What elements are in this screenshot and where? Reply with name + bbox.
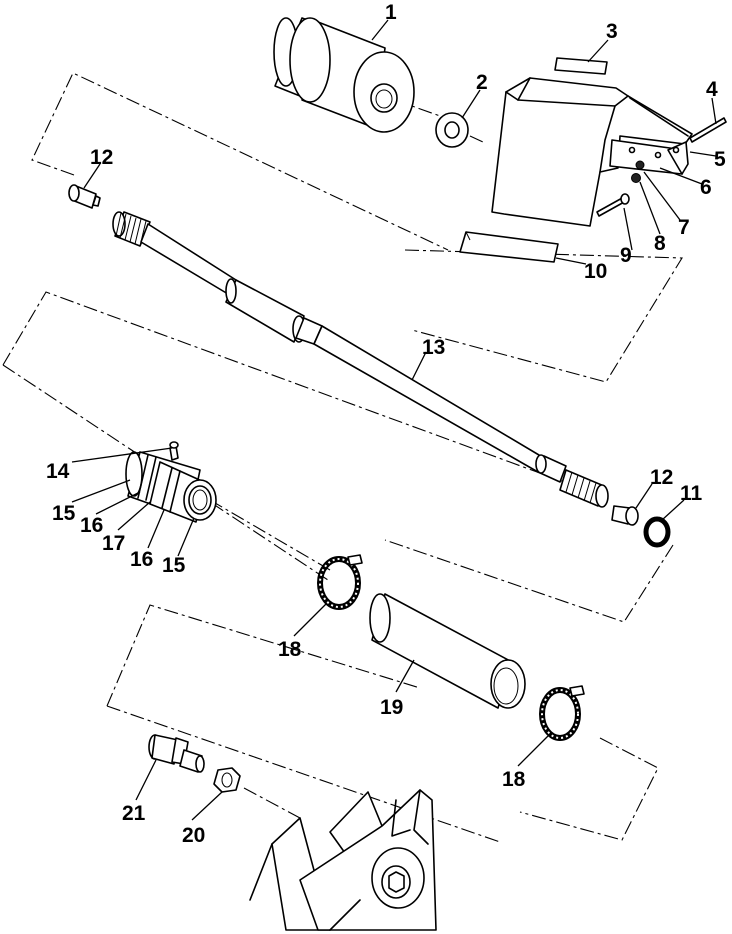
callout-20: 20: [182, 824, 205, 847]
callout-18-lower: 18: [502, 768, 526, 791]
callout-15-left: 15: [52, 502, 76, 525]
callout-7: 7: [678, 216, 690, 239]
callout-14: 14: [46, 460, 70, 483]
callout-17: 17: [102, 532, 125, 555]
callout-labels: 1 2 3 4 5 6 7 8 9 10 11 12 12 13 14 15 1…: [46, 1, 726, 847]
impeller: [249, 789, 437, 931]
callout-15-right: 15: [162, 554, 186, 577]
callout-4: 4: [706, 78, 718, 101]
callout-3: 3: [606, 20, 618, 43]
part-10-decal: [459, 231, 559, 263]
coupling-assembly: [125, 441, 217, 523]
callout-16-left: 16: [80, 514, 103, 537]
part-4-pin: [689, 117, 727, 143]
part-18-hose-clamp-lower: [539, 685, 585, 741]
callout-5: 5: [714, 148, 726, 171]
callout-1: 1: [385, 1, 397, 24]
part-1-cylinder: [273, 17, 415, 133]
part-3-decal: [554, 57, 608, 75]
part-19-hose: [369, 593, 526, 709]
part-12-bushing-upper: [68, 184, 101, 209]
part-2-washer: [435, 112, 469, 148]
part-9-screw: [596, 193, 630, 217]
part-12-bushing-lower: [611, 505, 639, 526]
part-13-drive-shaft: [112, 211, 609, 508]
callout-13: 13: [422, 336, 445, 359]
callout-8: 8: [654, 232, 666, 255]
leader-lines: [71, 19, 717, 821]
callout-10: 10: [584, 260, 607, 283]
guard-housing: [491, 77, 693, 227]
callout-9: 9: [620, 244, 632, 267]
callout-6: 6: [700, 176, 712, 199]
callout-11: 11: [680, 482, 703, 505]
callout-19: 19: [380, 696, 403, 719]
callout-21: 21: [122, 802, 146, 825]
part-18-hose-clamp-upper: [317, 554, 363, 610]
callout-12-upper: 12: [90, 146, 113, 169]
part-21-fitting: [148, 734, 205, 773]
part-20-nut: [213, 767, 241, 793]
callout-18-upper: 18: [278, 638, 302, 661]
part-11-o-ring: [643, 516, 671, 548]
callout-16-right: 16: [130, 548, 153, 571]
callout-2: 2: [476, 71, 488, 94]
callout-12-lower: 12: [650, 466, 673, 489]
